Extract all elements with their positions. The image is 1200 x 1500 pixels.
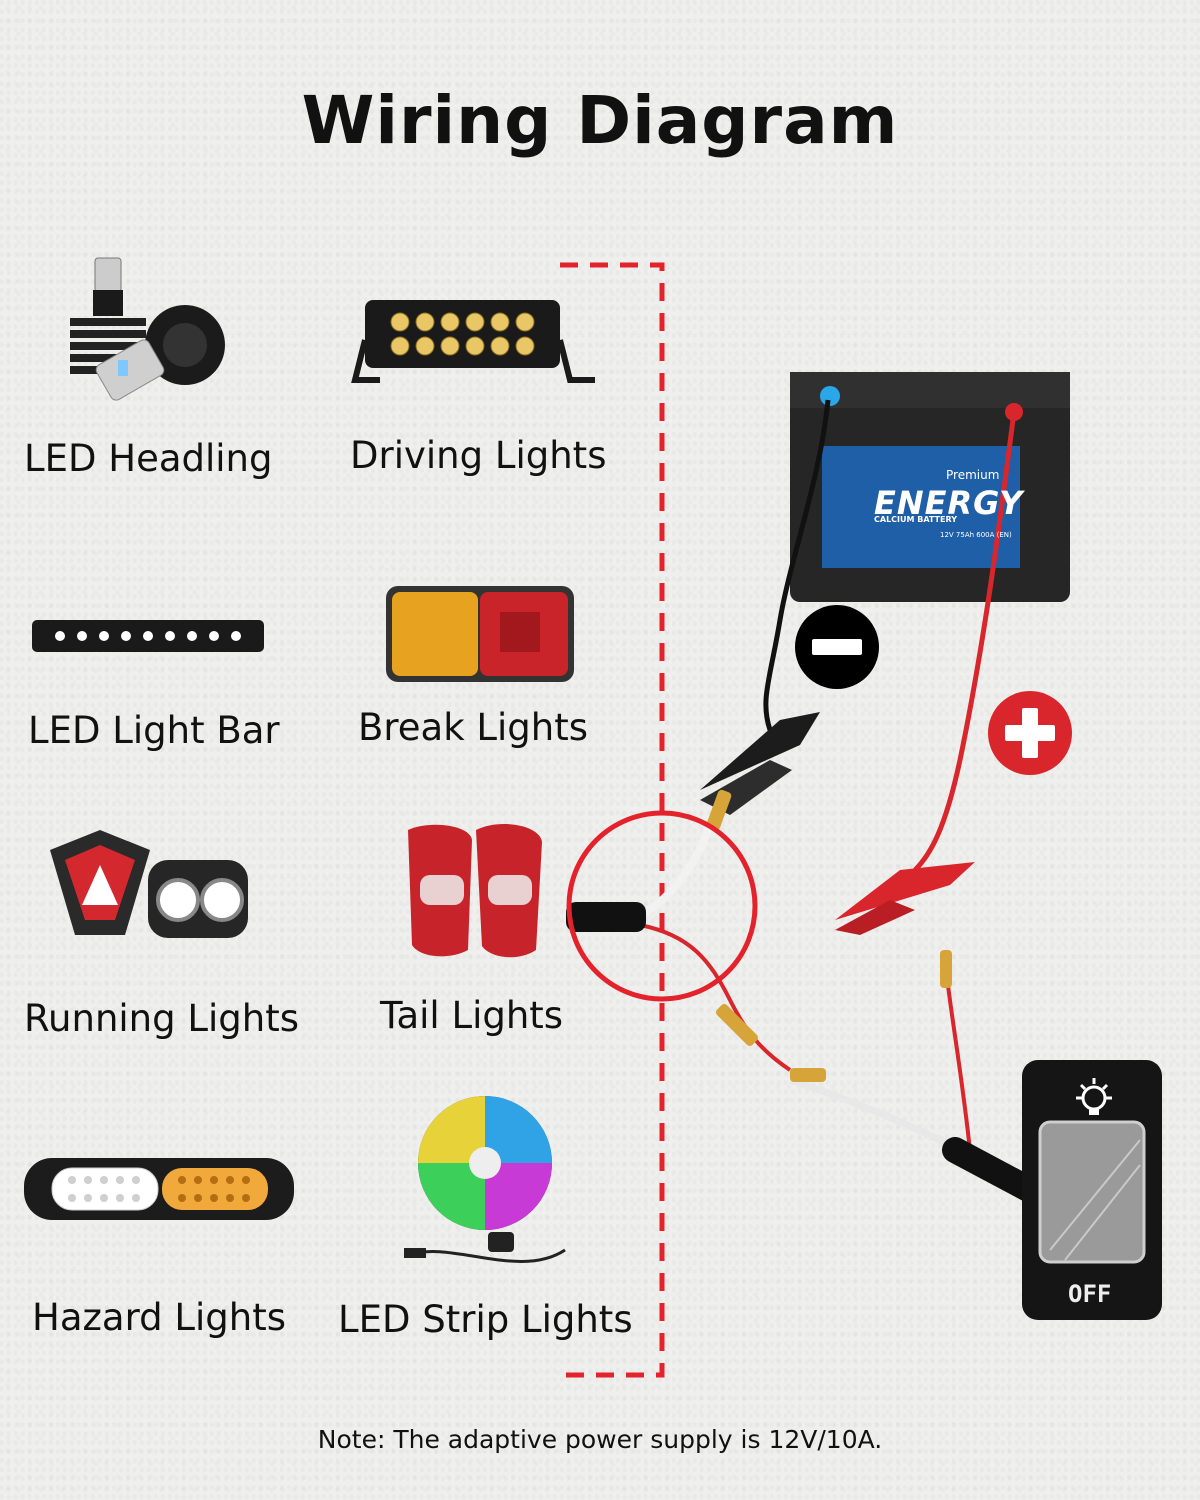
label-led-headling: LED Headling <box>24 437 273 480</box>
label-led-light-bar: LED Light Bar <box>28 709 280 752</box>
label-break-lights: Break Lights <box>358 706 589 749</box>
connector <box>706 789 732 831</box>
connector <box>940 950 952 988</box>
switch-state-label: OFF <box>1068 1280 1112 1308</box>
minus-circle-icon <box>795 605 879 689</box>
hazard-light-icon <box>24 1158 294 1220</box>
positive-clamp-icon <box>835 862 975 935</box>
page-title: Wiring Diagram <box>301 82 899 159</box>
light-bulb-icon <box>1076 1078 1112 1115</box>
harness-white-wire <box>638 798 724 919</box>
plus-circle-icon <box>988 691 1072 775</box>
rocker-switch-icon <box>1022 1060 1162 1320</box>
harness-sleeve <box>566 902 646 932</box>
label-tail-lights: Tail Lights <box>380 994 564 1037</box>
led-headlight-bulbs-icon <box>70 257 225 401</box>
led-strip-reel-icon <box>404 1096 566 1263</box>
harness-red-wire <box>639 923 792 1072</box>
running-lights-icon <box>50 830 248 938</box>
battery-icon <box>790 372 1070 602</box>
battery-tag: Premium <box>946 468 1000 482</box>
brake-light-lamp-icon <box>386 586 574 682</box>
switch-white-wire <box>788 1076 962 1154</box>
label-running-lights: Running Lights <box>24 997 299 1040</box>
detail-highlight-circle <box>566 810 758 1002</box>
dashed-bracket <box>560 262 665 1378</box>
connector <box>790 1068 826 1082</box>
label-hazard-lights: Hazard Lights <box>32 1296 287 1339</box>
positive-wire <box>913 411 1017 872</box>
slim-led-light-bar-icon <box>32 620 264 652</box>
tail-lights-icon <box>408 823 542 958</box>
label-led-strip-lights: LED Strip Lights <box>338 1298 633 1341</box>
negative-wire <box>763 399 831 731</box>
battery-type: CALCIUM BATTERY <box>874 515 957 524</box>
power-supply-note: Note: The adaptive power supply is 12V/1… <box>317 1425 883 1454</box>
battery-spec: 12V 75Ah 600A (EN) <box>940 531 1012 539</box>
label-driving-lights: Driving Lights <box>350 434 607 477</box>
driving-light-bar-icon <box>351 300 595 383</box>
switch-red-wire <box>943 959 972 1151</box>
connector <box>716 1004 758 1046</box>
switch-sleeve <box>942 1137 1043 1203</box>
battery-brand: ENERGY <box>874 484 1024 522</box>
